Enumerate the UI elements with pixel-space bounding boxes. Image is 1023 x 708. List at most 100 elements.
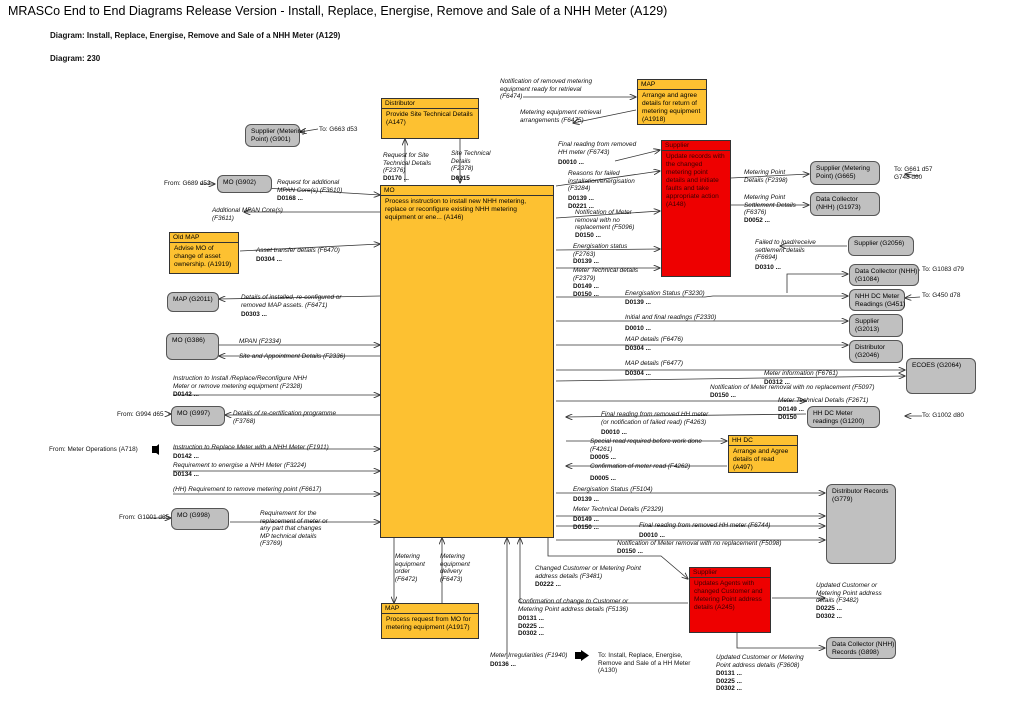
flow-label: Instruction to Install /Replace/Reconfig… [173,375,307,390]
flow-code: D0134 ... [173,471,199,478]
role-distributor-g2046[interactable]: Distributor (G2046) [849,340,903,363]
flow-label: Notification of Meter removal with no re… [710,384,875,391]
flow-label: Asset transfer details (F6470) [256,247,340,254]
role-mo-g998[interactable]: MO (G998) [171,508,229,530]
flow-line [730,174,809,179]
flow-label: Meter Technical details (F2379) [573,267,639,282]
flow-label: Meter Technical Details (F2329) [573,506,664,513]
role-supplier-g2013[interactable]: Supplier (G2013) [849,314,903,337]
role-dc-g1084[interactable]: Data Collector (NHH) (G1084) [849,264,919,286]
flow-code: D0150 ... [575,232,601,239]
activity-supplier-a148[interactable]: Supplier Update records with the changed… [661,140,731,277]
flow-line [555,171,660,187]
flow-code: D0010 ... [601,429,627,436]
role-map-g2011[interactable]: MAP (G2011) [167,292,219,312]
role-label: Distributor Records (G779) [832,488,889,503]
activity-header: Old MAP [170,233,238,243]
role-mo-g386[interactable]: MO (G386) [166,333,219,360]
flow-label: Instruction to Replace Meter with a NHH … [173,444,329,451]
activity-supplier-a245[interactable]: Supplier Updates Agents with changed Cus… [689,567,771,633]
flow-label: Metering Point Details (F2398) [744,169,788,184]
flow-line [566,413,807,417]
flow-code: D0312 ... [764,379,790,386]
flow-label: MAP details (F6476) [625,336,684,343]
role-supplier-g901[interactable]: Supplier (Metering Point) (G901) [245,124,305,147]
flow-line [555,211,660,219]
activity-header: Distributor [382,99,478,109]
flow-label: Updated Customer or Metering Point addre… [816,582,882,605]
role-label: MO (G902) [223,179,256,186]
flow-code: D0131 ... D0225 ... D0302 ... [518,615,544,638]
activity-map-a1917[interactable]: MAP Process request from MO for metering… [381,603,479,639]
flow-label: Notification of removed metering equipme… [500,78,592,101]
activity-body: Update records with the changed metering… [666,153,725,208]
ref-from-meter-operations: From: Meter Operations (A718) [49,446,138,453]
role-label: Supplier (Metering Point) (G665) [816,165,870,180]
role-mo-g902[interactable]: MO (G902) [217,175,272,193]
flow-code: D0010 ... [625,325,651,332]
flow-line [555,376,905,382]
flow-label: Additional MPAN Core(s) (F3611) [212,207,283,222]
role-supplier-g665[interactable]: Supplier (Metering Point) (G665) [810,161,880,185]
flow-label: MAP details (F6477) [625,360,684,367]
flow-code: D0222 ... [535,581,561,588]
off-page-connector-right [575,650,589,661]
activity-old-map-a1919[interactable]: Old MAP Advise MO of change of asset own… [169,232,239,274]
role-ecoes-g2064[interactable]: ECOES (G2064) [906,358,976,394]
flow-code: D0149 ... D0150 ... [573,283,599,298]
flow-line [547,538,688,579]
diagram-number: Diagram: 230 [50,54,101,63]
flow-line [905,297,921,298]
role-label: MO (G998) [177,512,210,519]
flow-line [786,274,848,293]
role-distributor-records-g779[interactable]: Distributor Records (G779) [826,484,896,564]
role-dc-g898[interactable]: Data Collector (NHH) Records (G898) [826,637,896,659]
flow-code: D0005 ... [590,454,616,461]
page-title: MRASCo End to End Diagrams Release Versi… [8,4,668,18]
flow-label: Energisation Status (F5104) [573,486,653,493]
off-page-connector-left [152,444,159,455]
flow-label: Metering Point Settlement Details (F6376… [744,194,796,217]
role-hhdc-g1200[interactable]: HH DC Meter readings (G1200) [807,406,880,428]
flow-label: Metering equipment retrieval arrangement… [520,109,601,124]
flow-label: Initial and final readings (F2330) [625,314,717,321]
flow-label: Site Technical Details (F2378) [451,150,491,173]
role-label: Supplier (G2056) [854,240,905,247]
flow-label: Changed Customer or Metering Point addre… [535,565,641,580]
role-supplier-g2056[interactable]: Supplier (G2056) [848,236,914,256]
activity-mo-a146[interactable]: MO Process instruction to install new NH… [380,185,554,538]
role-label: MAP (G2011) [173,296,213,303]
role-dc-g1973[interactable]: Data Collector (NHH) (G1973) [810,192,880,216]
flow-label: Request for additional MPAN Core(s) (F36… [277,179,343,194]
flow-label: MPAN (F2334) [239,338,282,345]
activity-hhdc-a497[interactable]: HH DC Arrange and Agree details of read … [728,435,798,473]
flow-line [555,249,660,250]
activity-body: Process instruction to install new NHH m… [385,198,527,221]
activity-distributor-a147[interactable]: Distributor Provide Site Technical Detai… [381,98,479,139]
role-label: Supplier (Metering Point) (G901) [251,128,305,143]
activity-body: Advise MO of change of asset ownership. … [174,245,232,268]
flow-code: D0142 ... [173,453,199,460]
flow-label: Energisation Status (F3230) [625,290,705,297]
flow-code: D0150 ... [617,548,643,555]
flow-label: Details of re-certification programme (F… [233,410,336,425]
flow-label: Requirement for the replacement of meter… [260,510,328,548]
activity-body: Process request from MO for metering equ… [386,616,471,631]
role-label: Data Collector (NHH) (G1973) [816,196,861,211]
flow-code: D0168 ... [277,195,303,202]
flow-label: Details of installed, re-configured or r… [241,294,342,309]
role-mo-g997[interactable]: MO (G997) [171,406,225,426]
activity-map-a1918[interactable]: MAP Arrange and agree details for return… [637,79,707,125]
flow-code: D0304 ... [256,256,282,263]
flow-label: Confirmation of change to Customer or Me… [518,598,629,613]
flow-label: Notification of Meter removal with no re… [575,209,635,232]
flow-code: D0010 ... [639,532,665,539]
activity-header: MO [381,186,553,196]
flow-label: Final reading from removed HH meter (or … [601,411,709,426]
role-label: NHH DC Meter Readings (G451) [855,293,906,308]
flow-label: Metering equipment delivery (F6473) [440,553,470,583]
ref-to-g1083: To: G1083 d79 [922,266,964,273]
role-nhhdc-g451[interactable]: NHH DC Meter Readings (G451) [849,289,905,311]
